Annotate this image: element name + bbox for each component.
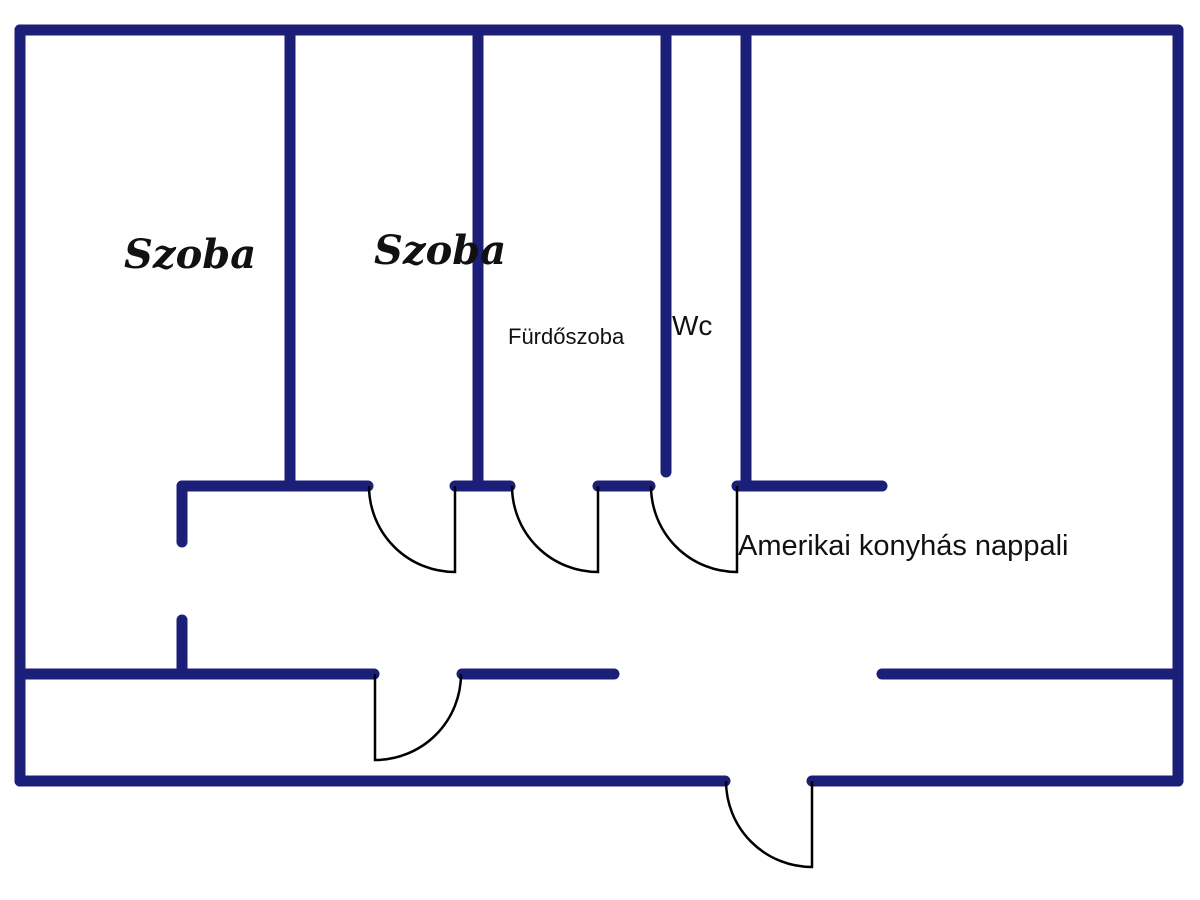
outer-walls	[14, 24, 1184, 787]
door-entry-inner	[373, 673, 463, 762]
door-wc	[649, 485, 739, 574]
partition-walls-horizontal	[14, 480, 1184, 680]
door-szoba-2	[367, 485, 457, 574]
room-label-nappali: Amerikai konyhás nappali	[738, 530, 1068, 562]
room-label-szoba-2: Szoba	[374, 227, 506, 274]
door-bathroom	[510, 485, 600, 574]
room-label-furdoszoba: Fürdőszoba	[508, 324, 625, 349]
doors	[367, 485, 814, 869]
door-front	[724, 780, 814, 869]
room-label-szoba-1: Szoba	[124, 231, 256, 278]
room-label-wc: Wc	[672, 310, 712, 341]
partition-walls-vertical	[176, 24, 752, 678]
room-labels: Szoba Szoba Fürdőszoba Wc Amerikai konyh…	[124, 227, 1068, 562]
